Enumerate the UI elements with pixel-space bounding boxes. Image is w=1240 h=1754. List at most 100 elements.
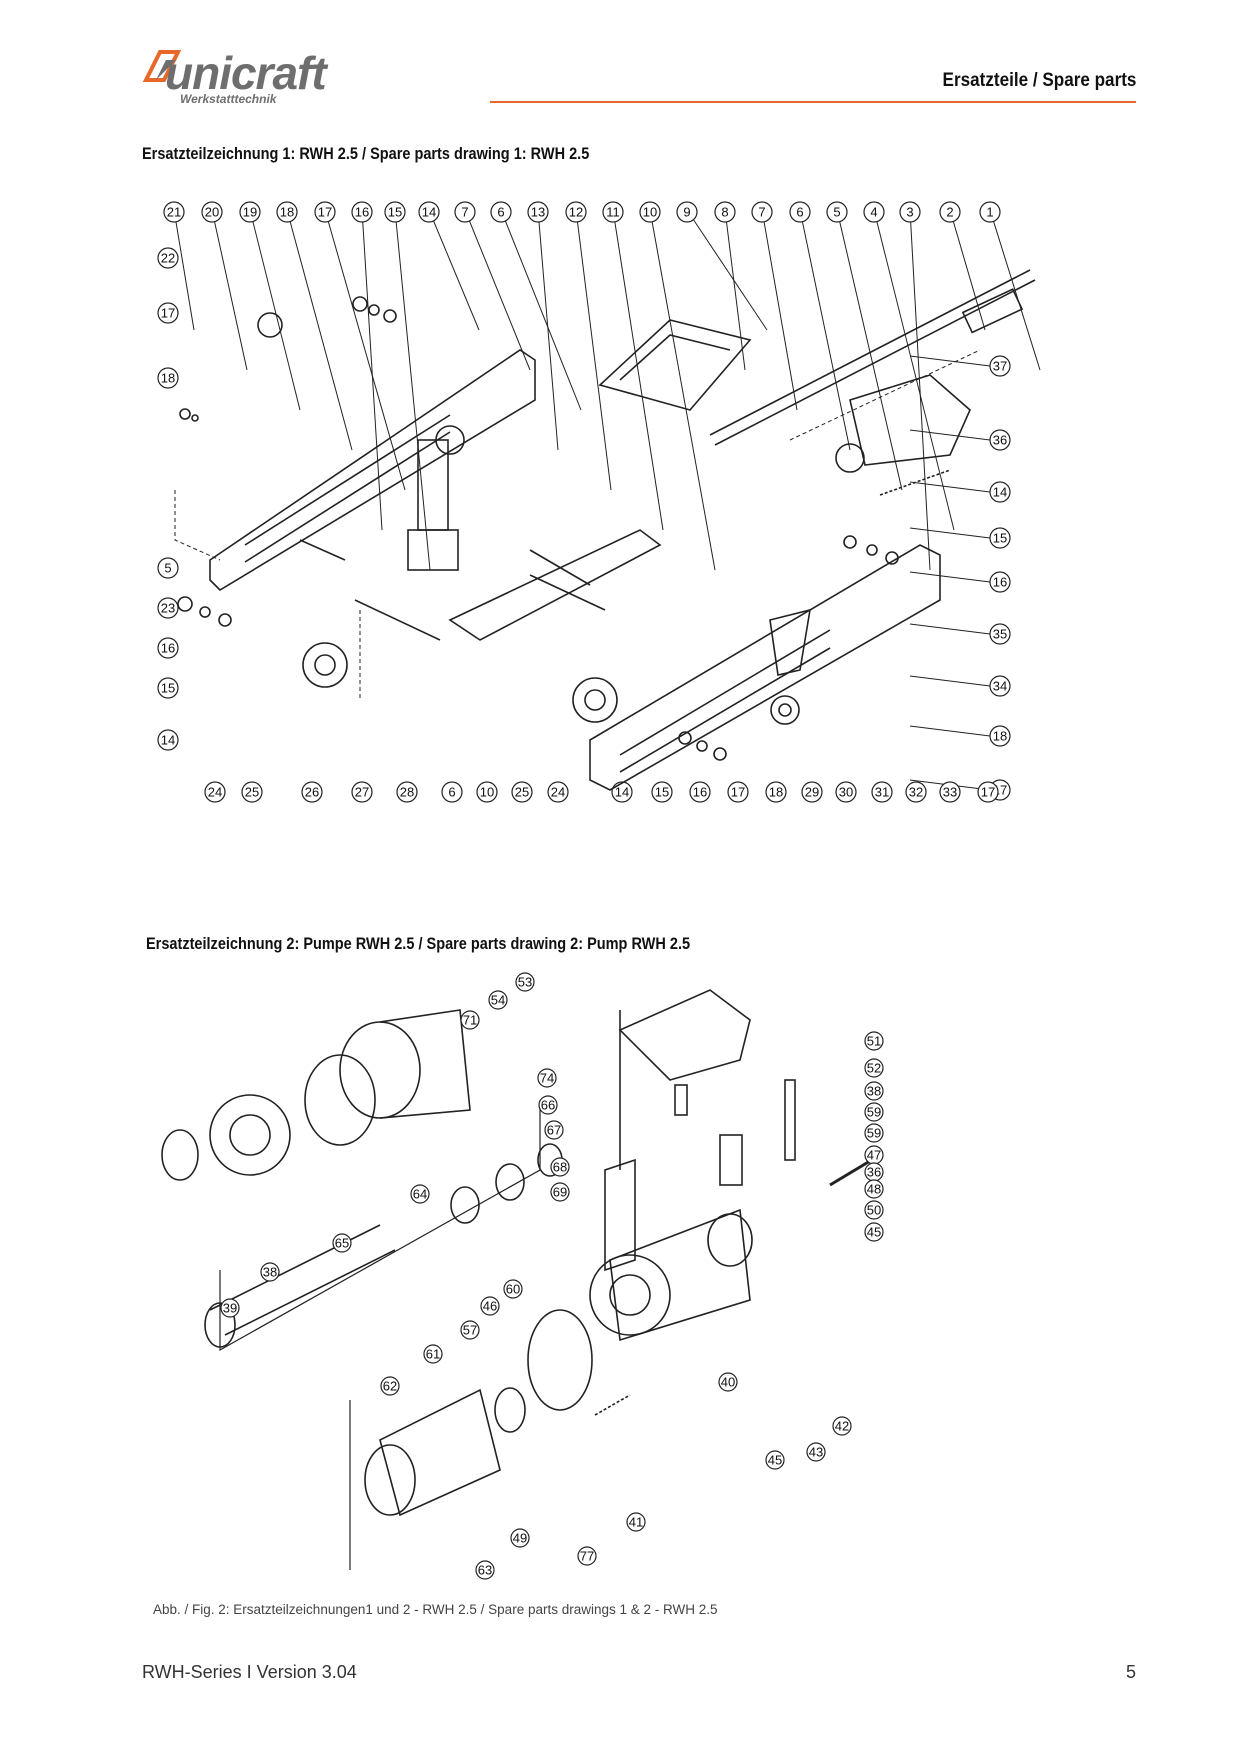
callout-bottom-24-circle xyxy=(547,781,569,803)
callout-71-circle xyxy=(460,1010,480,1030)
callout-top-7-circle xyxy=(454,201,476,223)
callout-top-5-circle xyxy=(826,201,848,223)
callout-bottom-25: 25 xyxy=(515,785,529,800)
callout-65: 65 xyxy=(335,1236,349,1251)
callout-48-circle xyxy=(864,1179,884,1199)
callout-top-8-circle xyxy=(714,201,736,223)
callout-43-circle xyxy=(806,1442,826,1462)
callout-top-15-circle xyxy=(384,201,406,223)
callout-59: 59 xyxy=(867,1105,881,1120)
callout-54: 54 xyxy=(491,993,505,1008)
callout-right-37: 37 xyxy=(993,359,1007,374)
callout-45-circle xyxy=(864,1222,884,1242)
callout-40-circle xyxy=(718,1372,738,1392)
callout-top-4: 4 xyxy=(870,205,877,220)
callout-top-2-circle xyxy=(939,201,961,223)
leader-line xyxy=(909,481,991,493)
callout-left-16: 16 xyxy=(161,641,175,656)
callout-bottom-29: 29 xyxy=(805,785,819,800)
callout-left-16-circle xyxy=(157,637,179,659)
callout-bottom-16-circle xyxy=(689,781,711,803)
callout-45-circle xyxy=(765,1450,785,1470)
leader-line xyxy=(761,209,798,411)
callout-right-34-circle xyxy=(989,675,1011,697)
leader-line xyxy=(873,209,955,531)
leader-line xyxy=(686,209,768,331)
callout-right-34: 34 xyxy=(993,679,1007,694)
callout-top-5: 5 xyxy=(833,205,840,220)
callout-top-2: 2 xyxy=(946,205,953,220)
callout-bottom-6-circle xyxy=(441,781,463,803)
callout-71: 71 xyxy=(463,1013,477,1028)
callout-top-19-circle xyxy=(239,201,261,223)
callout-bottom-14: 14 xyxy=(615,785,629,800)
callout-left-5-circle xyxy=(157,557,179,579)
callout-top-19: 19 xyxy=(243,205,257,220)
logo xyxy=(142,46,382,106)
brand-subtitle: Werkstatttechnik xyxy=(180,92,277,106)
callout-top-6: 6 xyxy=(796,205,803,220)
callout-38: 38 xyxy=(867,1084,881,1099)
callout-64: 64 xyxy=(413,1187,427,1202)
callout-40: 40 xyxy=(721,1375,735,1390)
callout-top-21-circle xyxy=(163,201,185,223)
callout-50: 50 xyxy=(867,1203,881,1218)
callout-right-16: 16 xyxy=(993,575,1007,590)
callout-65-circle xyxy=(332,1233,352,1253)
callout-top-1: 1 xyxy=(986,205,993,220)
callout-43: 43 xyxy=(809,1445,823,1460)
callout-top-13: 13 xyxy=(531,205,545,220)
callout-bottom-33: 33 xyxy=(943,785,957,800)
leader-line xyxy=(909,571,991,583)
callout-top-6-circle xyxy=(789,201,811,223)
callout-53-circle xyxy=(515,972,535,992)
callout-left-17-circle xyxy=(157,302,179,324)
callout-bottom-17-circle xyxy=(727,781,749,803)
callout-right-14: 14 xyxy=(993,485,1007,500)
callout-57-circle xyxy=(460,1320,480,1340)
callout-left-22-circle xyxy=(157,247,179,269)
callout-46: 46 xyxy=(483,1299,497,1314)
callout-52-circle xyxy=(864,1058,884,1078)
drawing-1-title: Ersatzteilzeichnung 1: RWH 2.5 / Spare p… xyxy=(142,145,590,163)
logo-mark-icon xyxy=(142,50,182,82)
callout-top-14: 14 xyxy=(422,205,436,220)
callout-top-6: 6 xyxy=(497,205,504,220)
callout-48: 48 xyxy=(867,1182,881,1197)
callout-45: 45 xyxy=(768,1453,782,1468)
callout-top-16: 16 xyxy=(355,205,369,220)
callout-bottom-31: 31 xyxy=(875,785,889,800)
leader-line xyxy=(649,209,716,571)
callout-bottom-15-circle xyxy=(651,781,673,803)
callout-52: 52 xyxy=(867,1061,881,1076)
leader-line xyxy=(724,209,746,371)
header-rule xyxy=(490,101,1136,103)
callout-61-circle xyxy=(423,1344,443,1364)
callout-top-12: 12 xyxy=(569,205,583,220)
callout-left-18: 18 xyxy=(161,371,175,386)
callout-top-20: 20 xyxy=(205,205,219,220)
figure-caption: Abb. / Fig. 2: Ersatzteilzeichnungen1 un… xyxy=(153,1602,718,1617)
callout-bottom-24: 24 xyxy=(208,785,222,800)
callout-top-17-circle xyxy=(314,201,336,223)
callout-61: 61 xyxy=(426,1347,440,1362)
callout-top-7-circle xyxy=(751,201,773,223)
callout-68-circle xyxy=(550,1157,570,1177)
callout-top-16-circle xyxy=(351,201,373,223)
leader-line xyxy=(173,209,195,331)
leader-line xyxy=(836,209,903,491)
callout-top-7: 7 xyxy=(758,205,765,220)
callout-51: 51 xyxy=(867,1034,881,1049)
callout-bottom-18-circle xyxy=(765,781,787,803)
callout-right-35-circle xyxy=(989,623,1011,645)
callout-38: 38 xyxy=(263,1265,277,1280)
callout-left-18-circle xyxy=(157,367,179,389)
callout-54-circle xyxy=(488,990,508,1010)
callout-47: 47 xyxy=(867,1148,881,1163)
drawing-2-title: Ersatzteilzeichnung 2: Pumpe RWH 2.5 / S… xyxy=(146,935,691,953)
callout-bottom-31-circle xyxy=(871,781,893,803)
callout-top-20-circle xyxy=(201,201,223,223)
callout-41: 41 xyxy=(629,1515,643,1530)
callout-top-8: 8 xyxy=(721,205,728,220)
